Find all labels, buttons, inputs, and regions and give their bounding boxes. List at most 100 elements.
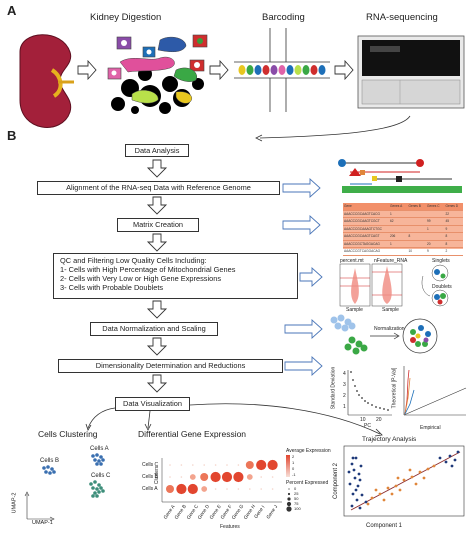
barcode-beads-icon <box>238 65 326 75</box>
dge-dot <box>203 464 205 466</box>
dge-title: Differential Gene Expression <box>138 429 247 439</box>
barcoding-channel-icon <box>234 28 330 112</box>
dge-pct-tick: 75 <box>294 501 299 506</box>
dge-dot <box>233 471 244 483</box>
qc-line-1: QC and Filtering Low Quality Cells Inclu… <box>60 256 207 265</box>
matrix-cell: AAACCCGTCAGGACAG <box>343 248 389 256</box>
dge-dot <box>271 488 274 490</box>
elbow-xtick-2: 20 <box>376 417 382 423</box>
side-arrow-5-icon <box>284 355 323 377</box>
matrix-header-cell: Genes B <box>407 203 426 211</box>
cells-a-label: Cells A <box>90 446 109 452</box>
dge-dot <box>226 464 228 466</box>
matrix-cell: 206 <box>389 233 408 241</box>
dge-pct-tick: 50 <box>294 496 299 501</box>
curved-arrow-icon <box>259 115 411 139</box>
normalization-label: Normalization <box>374 326 405 332</box>
matrix-cell <box>407 211 426 218</box>
dge-dot <box>226 488 228 490</box>
qc-sample-1-label: Sample <box>346 307 363 313</box>
dge-pct-legend-dot <box>288 488 290 490</box>
dge-pct-legend-dot <box>286 501 292 507</box>
side-arrow-2-icon <box>282 214 321 236</box>
dge-cluster-label: Cells C <box>142 462 159 468</box>
dge-legend-avg: Average Expression <box>286 448 331 454</box>
trajectory-xlabel: Component 1 <box>366 523 403 529</box>
qc-sample-2-label: Sample <box>382 307 399 313</box>
elbow-ytick-1: 4 <box>343 371 346 377</box>
arrow-to-sequencer-icon <box>334 59 354 81</box>
step-qc-filtering: QC and Filtering Low Quality Cells Inclu… <box>53 253 298 299</box>
dge-dot <box>221 471 233 483</box>
step-visualization: Data Visualization <box>115 397 190 411</box>
matrix-cell: 9 <box>444 226 463 233</box>
dge-dot <box>192 464 194 466</box>
trajectory-orange-points <box>366 464 436 506</box>
side-arrow-3-icon <box>299 266 323 288</box>
dge-pct-tick: 0 <box>294 486 297 491</box>
qc-line-2: 1- Cells with High Percentage of Mitocho… <box>60 265 236 274</box>
dge-cluster-label: Cells A <box>142 486 158 492</box>
down-arrow-6-icon <box>146 374 168 393</box>
cluster-c-points <box>89 480 105 498</box>
umap1-label: UMAP-1 <box>32 520 53 526</box>
dge-pct-tick: 100 <box>294 506 301 511</box>
dge-avg-colorbar <box>286 455 290 477</box>
dge-dot <box>256 459 267 471</box>
cells-clustering-title: Cells Clustering <box>38 429 98 439</box>
matrix-cell: AAACCCGCAAGTCACG <box>343 211 389 218</box>
dge-dot <box>200 473 209 481</box>
down-arrow-1-icon <box>146 159 168 178</box>
dge-dot <box>249 488 251 490</box>
matrix-cell: AAACCCGCAAGTCGCT <box>343 218 389 226</box>
matrix-cell: 62 <box>389 218 408 226</box>
qc-doublets-label: Doublets <box>432 284 452 290</box>
matrix-cell: 8 <box>407 233 426 241</box>
elbow-xtick-1: 10 <box>360 417 366 423</box>
section-a-letter: A <box>7 3 17 18</box>
dge-dot <box>214 488 217 490</box>
matrix-cell: 20 <box>426 241 445 248</box>
matrix-cell: AAACCCGCAAAGTCTGC <box>343 226 389 233</box>
qc-line-4: 3- Cells with Probable Doublets <box>60 283 164 292</box>
dge-pct-legend-dot <box>287 497 291 501</box>
qc-nfeature-label: nFeature_RNA <box>374 258 408 264</box>
matrix-cell <box>407 241 426 248</box>
dge-dot <box>267 459 278 471</box>
matrix-cell: 1 <box>426 226 445 233</box>
elbow-ytick-4: 1 <box>343 404 346 410</box>
matrix-header-cell: Gene <box>343 203 389 211</box>
matrix-cell: 8 <box>444 241 463 248</box>
dge-dot <box>189 474 196 480</box>
step-normalization: Data Normalization and Scaling <box>90 322 218 336</box>
step-data-analysis: Data Analysis <box>125 144 189 157</box>
cluster-b-points <box>42 465 56 475</box>
trajectory-navy-points <box>347 450 460 510</box>
elbow-ytick-2: 3 <box>343 382 346 388</box>
dge-dot <box>166 485 174 493</box>
matrix-cell <box>407 218 426 226</box>
arrow-to-digestion-icon <box>77 59 97 81</box>
matrix-cell: 2 <box>444 248 463 256</box>
matrix-cell <box>426 233 445 241</box>
cells-c-label: Cells C <box>91 473 111 479</box>
dge-dot <box>245 461 254 469</box>
dge-dot <box>260 476 263 478</box>
dge-dot <box>214 464 217 466</box>
trajectory-title: Trajectory Analysis <box>362 436 417 443</box>
dge-dot <box>260 488 263 490</box>
elbow-ytick-3: 2 <box>343 393 346 399</box>
step-alignment: Alignment of the RNA-seq Data with Refer… <box>37 181 280 195</box>
barcoding-label: Barcoding <box>262 12 305 23</box>
matrix-cell: 1 <box>389 241 408 248</box>
cells-b-label: Cells B <box>40 458 60 464</box>
side-arrow-1-icon <box>282 177 321 199</box>
matrix-cell: 1 <box>389 211 408 218</box>
matrix-cell <box>426 211 445 218</box>
qc-line-3: 2- Cells with Very Low or High Gene Expr… <box>60 274 222 283</box>
dge-avg-tick: 2 <box>292 454 295 459</box>
matrix-cell <box>389 248 408 256</box>
dge-dot <box>180 476 183 478</box>
